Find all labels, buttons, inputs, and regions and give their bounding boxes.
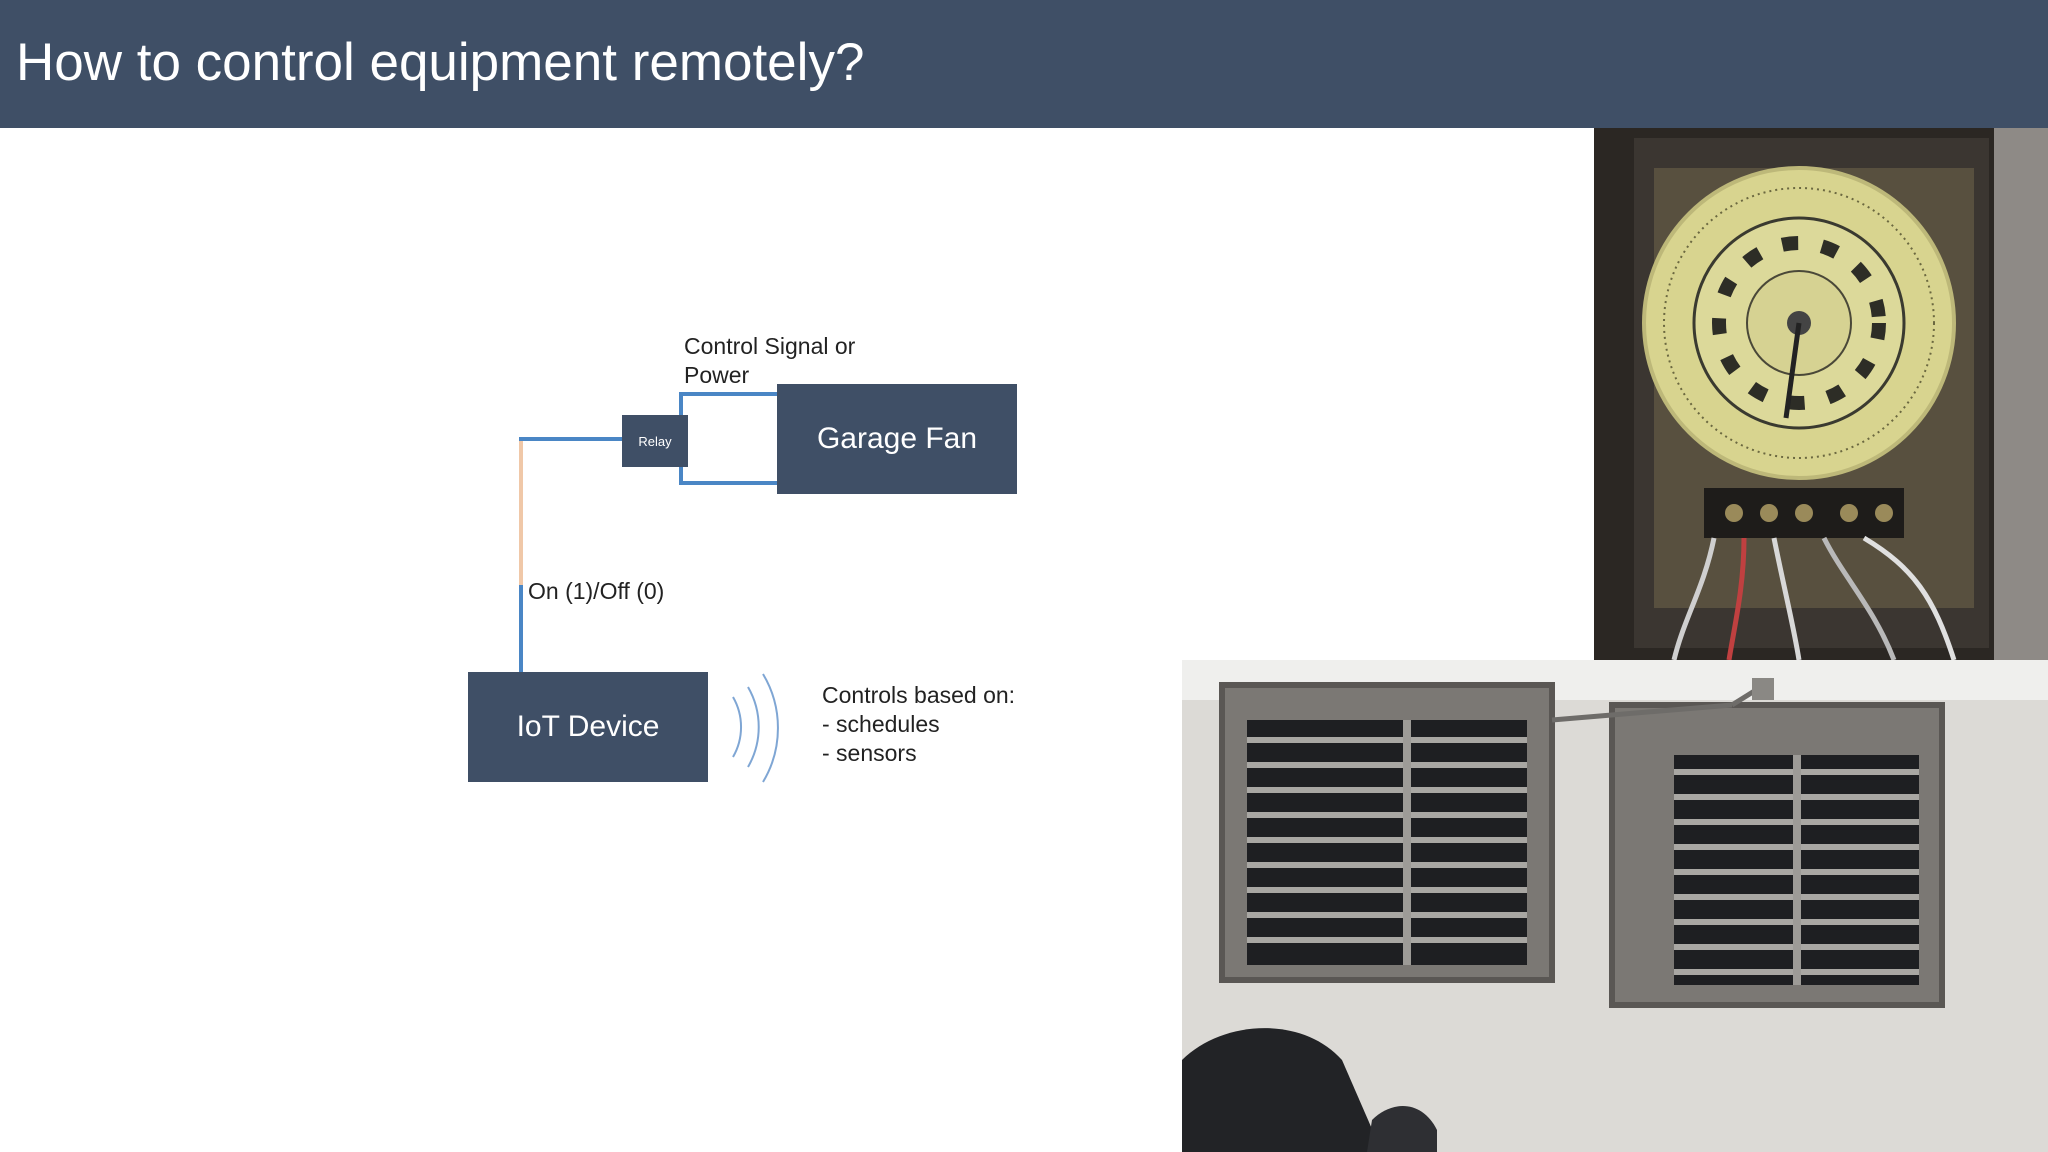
garage-fans-image [1182, 660, 2048, 1152]
wire-relay-to-fan [679, 392, 777, 485]
controls-heading: Controls based on: [822, 682, 1016, 708]
wireless-wave-medium [747, 686, 760, 768]
slide-title: How to control equipment remotely? [16, 33, 865, 92]
controls-description: Controls based on: - schedules - sensors [822, 681, 1015, 768]
garage-fans-photo [1182, 660, 2048, 1152]
relay-label: Relay [638, 433, 672, 449]
title-bar: How to control equipment remotely? [0, 0, 2048, 128]
left-fan-unit [1219, 682, 1555, 983]
timer-switch-image [1594, 128, 2048, 660]
control-signal-label-line1: Control Signal or [684, 333, 856, 359]
relay-box: Relay [622, 415, 688, 467]
garage-fan-label: Garage Fan [816, 422, 978, 455]
wireless-wave-large [762, 673, 779, 783]
controls-item-sensors: - sensors [822, 740, 917, 766]
timer-switch-photo [1594, 128, 2048, 660]
iot-device-label: IoT Device [516, 710, 660, 743]
control-signal-label-line2: Power [684, 362, 750, 388]
control-signal-label: Control Signal or Power [684, 332, 855, 390]
on-off-label: On (1)/Off (0) [528, 578, 665, 604]
controls-item-schedules: - schedules [822, 711, 940, 737]
iot-device-box: IoT Device [468, 672, 708, 782]
wireless-wave-small [732, 696, 743, 758]
right-fan-unit [1609, 702, 1945, 1008]
garage-fan-box: Garage Fan [777, 384, 1017, 494]
